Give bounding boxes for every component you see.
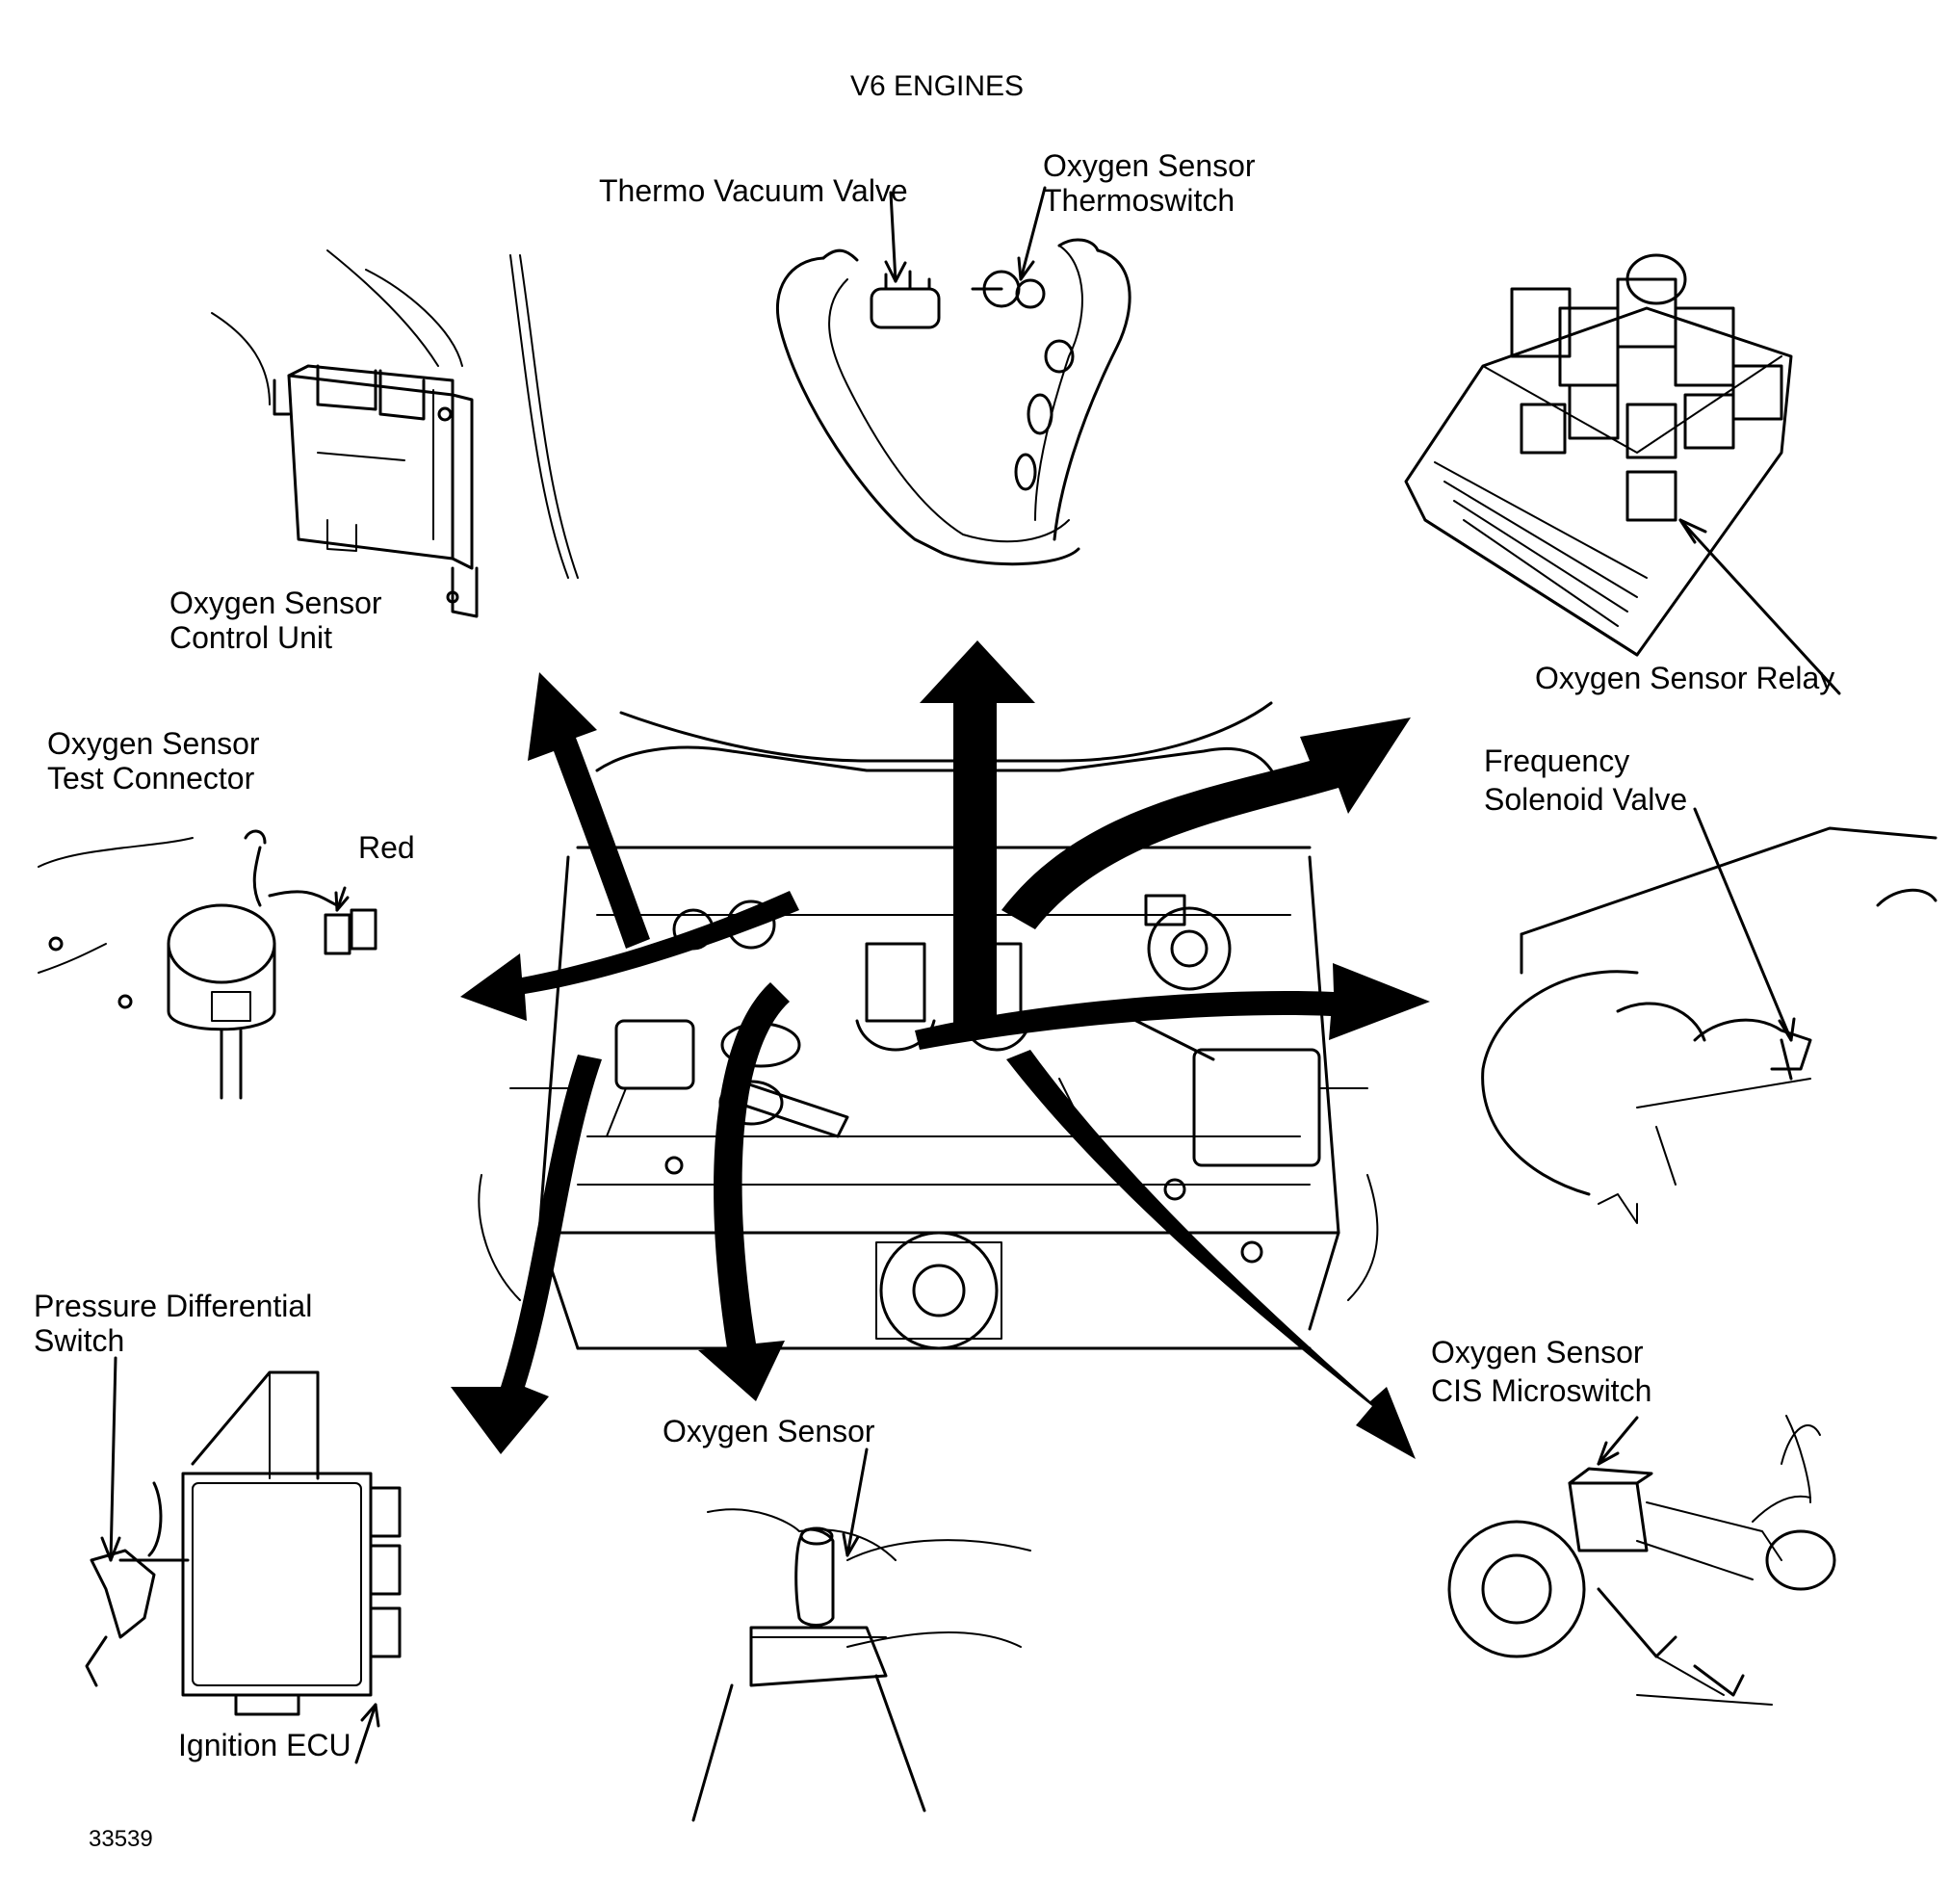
relay-box-illustration — [1404, 253, 1841, 695]
thermoswitch-label-line-2: Thermoswitch — [1043, 183, 1235, 218]
pressure-switch-label-line-1: Pressure Differential — [34, 1289, 313, 1323]
arrow-left — [460, 891, 799, 1021]
arrow-down — [698, 982, 790, 1401]
frequency-valve-label: Frequency Solenoid Valve — [1484, 743, 1687, 817]
oxygen-sensor-thermoswitch-label: Oxygen Sensor Thermoswitch — [1043, 148, 1256, 218]
arrow-up-left — [528, 672, 650, 949]
figure-number: 33539 — [89, 1826, 153, 1852]
test-connector-label: Oxygen Sensor Test Connector — [47, 726, 260, 796]
cis-microswitch-label-line-1: Oxygen Sensor — [1431, 1335, 1644, 1369]
control-unit-label-line-2: Control Unit — [169, 620, 332, 655]
oxygen-sensor-label: Oxygen Sensor — [663, 1414, 875, 1448]
frequency-valve-label-line-1: Frequency — [1484, 743, 1630, 778]
test-connector-illustration — [38, 829, 377, 1100]
test-connector-label-line-1: Oxygen Sensor — [47, 726, 260, 761]
ignition-ecu-label: Ignition ECU — [178, 1728, 351, 1762]
red-wire-label: Red — [358, 830, 415, 865]
diagram-title: V6 ENGINES — [850, 70, 1025, 102]
cis-microswitch-illustration — [1447, 1415, 1836, 1706]
ecu-illustration — [85, 1356, 402, 1764]
arrow-up-right — [1001, 717, 1411, 929]
arrow-up — [920, 640, 1035, 1030]
pointer-arrows — [451, 640, 1430, 1459]
thermo-vacuum-valve-label: Thermo Vacuum Valve — [599, 173, 908, 208]
frequency-valve-label-line-2: Solenoid Valve — [1484, 782, 1688, 817]
pressure-switch-label: Pressure Differential Switch — [34, 1289, 312, 1358]
pressure-switch-label-line-2: Switch — [34, 1323, 125, 1358]
control-unit-label-line-1: Oxygen Sensor — [169, 586, 382, 620]
oxygen-sensor-relay-label: Oxygen Sensor Relay — [1535, 661, 1835, 695]
control-unit-illustration — [211, 249, 579, 618]
cis-microswitch-label-line-2: CIS Microswitch — [1431, 1373, 1652, 1408]
thermoswitch-label-line-1: Oxygen Sensor — [1043, 148, 1256, 183]
arrow-down-left — [451, 1055, 602, 1454]
vacuum-valve-illustration — [775, 186, 1131, 566]
oxygen-sensor-illustration — [691, 1448, 1031, 1822]
arrow-right — [915, 963, 1430, 1050]
arrow-down-right — [1006, 1050, 1416, 1459]
test-connector-label-line-2: Test Connector — [47, 761, 255, 796]
control-unit-label: Oxygen Sensor Control Unit — [169, 586, 382, 655]
frequency-valve-illustration — [1481, 807, 1937, 1224]
cis-microswitch-label: Oxygen Sensor CIS Microswitch — [1431, 1335, 1651, 1408]
